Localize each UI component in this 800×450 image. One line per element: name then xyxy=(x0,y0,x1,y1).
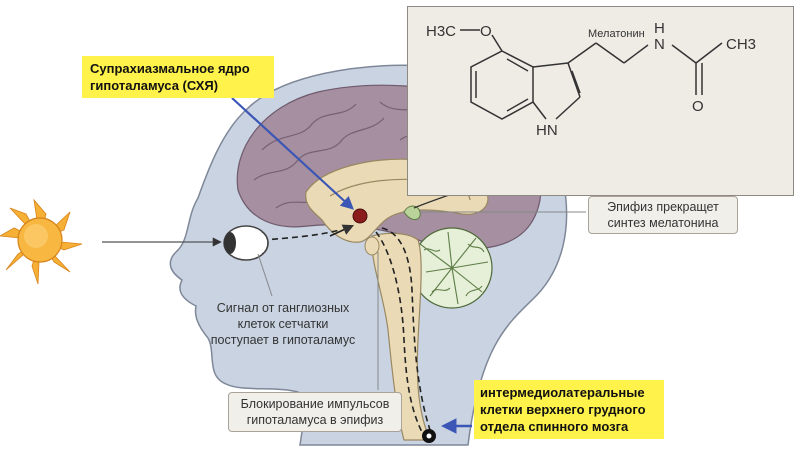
sun-icon xyxy=(0,198,83,285)
signal-line-2: клеток сетчатки xyxy=(237,317,329,331)
h3c-label: H3C xyxy=(426,23,456,40)
signal-label: Сигнал от ганглиозных клеток сетчатки по… xyxy=(198,300,368,348)
eye xyxy=(223,225,269,261)
pineal-label: Эпифиз прекращет синтез мелатонина xyxy=(588,196,738,234)
spinal-cord xyxy=(371,232,431,441)
scn-subtitle: гипоталамуса (СХЯ) xyxy=(90,78,219,93)
amide-n-label: N xyxy=(654,36,665,53)
spinal-line-1: интермедиолатеральные xyxy=(480,385,645,400)
neural-pathway xyxy=(261,227,433,437)
scn-dot xyxy=(352,208,368,224)
scn-label: Супрахиазмальное ядро гипоталамуса (СХЯ) xyxy=(82,56,274,98)
signal-connector xyxy=(257,253,273,297)
signal-line-3: поступает в гипоталамус xyxy=(210,333,356,347)
spinal-line-2: клетки верхнего грудного xyxy=(480,402,646,417)
melatonin-name: Мелатонин xyxy=(588,28,645,40)
pineal-line-2: синтез мелатонина xyxy=(607,216,719,230)
block-line-1: Блокирование импульсов xyxy=(240,397,390,411)
spinal-cell-marker xyxy=(422,429,436,443)
spinal-line-3: отдела спинного мозга xyxy=(480,419,629,434)
pathway-arrow xyxy=(329,224,355,237)
carbonyl-o-label: O xyxy=(692,98,704,115)
amide-h-label: H xyxy=(654,20,665,37)
block-line-2: гипоталамуса в эпифиз xyxy=(246,413,384,427)
methyl-label: CH3 xyxy=(726,36,756,53)
block-label: Блокирование импульсов гипоталамуса в эп… xyxy=(228,392,402,432)
melatonin-structure: H3C O N H CH3 O HN Мелатонин xyxy=(426,20,756,139)
scn-blue-arrow xyxy=(231,97,354,210)
scn-title: Супрахиазмальное ядро xyxy=(90,61,250,76)
spinal-cells-label: интермедиолатеральные клетки верхнего гр… xyxy=(474,380,664,439)
indole-nh-label: HN xyxy=(536,122,558,139)
signal-line-1: Сигнал от ганглиозных xyxy=(216,301,350,315)
pituitary xyxy=(364,236,380,256)
cerebellum xyxy=(411,227,493,309)
oxygen-label: O xyxy=(480,23,492,40)
pineal-line-1: Эпифиз прекращет xyxy=(607,200,719,214)
melatonin-panel: H3C O N H CH3 O HN Мелатонин xyxy=(407,6,794,196)
